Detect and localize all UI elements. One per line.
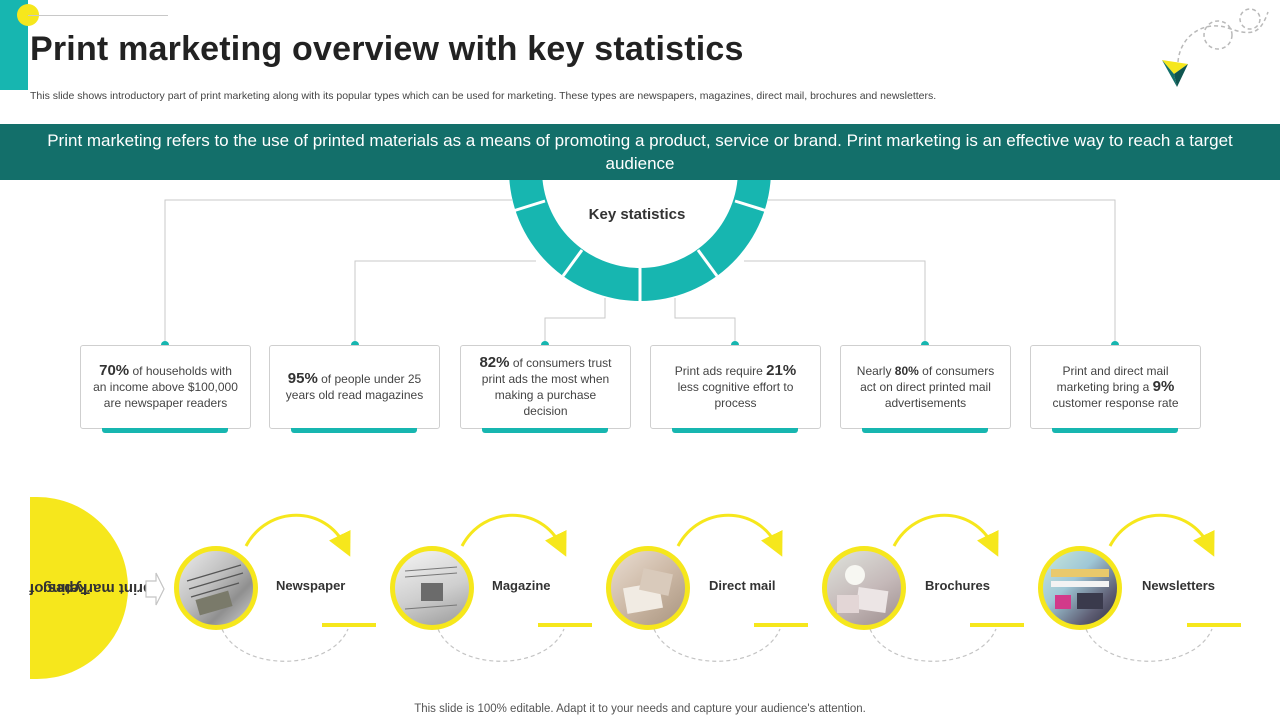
type-underline — [970, 623, 1024, 627]
brochures-photo-icon — [822, 546, 906, 630]
stat-card-magazine-readers: 95% of people under 25 years old read ma… — [269, 345, 440, 429]
stat-value: 70% — [99, 362, 130, 379]
stat-card-response-rate: Print and direct mail marketing bring a … — [1030, 345, 1201, 429]
stat-card-bar — [291, 428, 417, 433]
footer-note: This slide is 100% editable. Adapt it to… — [414, 703, 866, 715]
types-pointer-arrow — [145, 572, 165, 606]
newsletters-photo-icon — [1038, 546, 1122, 630]
newspaper-photo-icon — [174, 546, 258, 630]
stat-card-consumer-trust: 82% of consumers trust print ads the mos… — [460, 345, 631, 429]
types-flow-arrows — [145, 513, 1215, 662]
type-label-newsletters: Newsletters — [1142, 578, 1215, 593]
type-label-brochures: Brochures — [925, 578, 991, 593]
key-statistics-label: Key statistics — [588, 206, 686, 223]
type-label-newspaper: Newspaper — [276, 578, 346, 593]
page-title: Print marketing overview with key statis… — [30, 30, 744, 68]
stat-value: 82% — [479, 354, 510, 371]
stat-value: 80% — [894, 364, 919, 378]
stat-card-bar — [862, 428, 988, 433]
page-subtitle: This slide shows introductory part of pr… — [30, 90, 937, 102]
stat-value: 95% — [287, 370, 318, 387]
definition-banner: Print marketing refers to the use of pri… — [0, 124, 1280, 180]
magazine-photo-icon — [390, 546, 474, 630]
stat-card-bar — [1052, 428, 1178, 433]
type-label-magazine: Magazine — [492, 578, 551, 593]
type-underline — [754, 623, 808, 627]
stat-card-bar — [482, 428, 608, 433]
stat-value: 9% — [1152, 378, 1175, 395]
type-underline — [322, 623, 376, 627]
stat-value: 21% — [766, 362, 797, 379]
corner-accent-line — [28, 15, 168, 16]
type-label-direct-mail: Direct mail — [709, 578, 776, 593]
key-statistics-ring — [509, 170, 771, 301]
stat-card-bar — [102, 428, 228, 433]
stat-card-direct-mail-action: Nearly 80% of consumers act on direct pr… — [840, 345, 1011, 429]
direct-mail-photo-icon — [606, 546, 690, 630]
stat-card-bar — [672, 428, 798, 433]
stat-card-cognitive-effort: Print ads require 21% less cognitive eff… — [650, 345, 821, 429]
stat-card-newspaper-readers: 70% of households with an income above $… — [80, 345, 251, 429]
paper-plane-icon — [1162, 8, 1269, 87]
type-underline — [1187, 623, 1241, 627]
type-underline — [538, 623, 592, 627]
